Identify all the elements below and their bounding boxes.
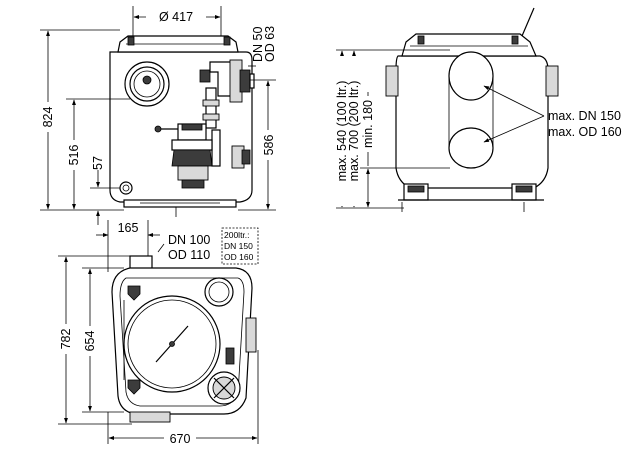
- front-view: Ø 417: [40, 6, 277, 225]
- option-box-200ltr: 200ltr.: DN 150 OD 160: [221, 227, 259, 265]
- dim-depth-body: 654: [82, 267, 124, 413]
- dim-max-540: max. 540 (100 ltr.): [335, 50, 349, 208]
- top-service-port: [207, 371, 241, 405]
- side-inlet-od: max. OD 160: [548, 125, 622, 139]
- dim-label-min-180: min. 180: [361, 100, 375, 148]
- dim-label-782: 782: [59, 329, 73, 350]
- dim-height-outlet: 586: [238, 79, 276, 211]
- dim-top-width: Ø 417: [132, 6, 222, 40]
- vent-label: DN 100 OD 110: [157, 233, 210, 262]
- dim-label-max-540: max. 540 (100 ltr.): [335, 81, 349, 182]
- dim-max-700: max. 700 (200 ltr.): [347, 50, 361, 208]
- vent-od: OD 110: [168, 248, 210, 262]
- logo-mark-bottom: [127, 379, 141, 395]
- option-box-dn: DN 150: [224, 241, 253, 251]
- drain-plug: [119, 181, 133, 195]
- dim-label-586: 586: [262, 135, 276, 156]
- side-inlet-dn: max. DN 150: [548, 109, 621, 123]
- side-inlet-top: [448, 51, 494, 101]
- dim-label-670: 670: [170, 432, 191, 446]
- tank-base: [123, 199, 237, 208]
- pump-unit: [154, 123, 213, 189]
- dim-label-57: 57: [91, 156, 105, 170]
- dim-height-inlet: 516: [66, 98, 130, 210]
- dim-label-516: 516: [67, 145, 81, 166]
- side-feet: [398, 183, 544, 212]
- side-inlet-bottom: [448, 127, 494, 169]
- dim-depth-total: 782: [58, 255, 132, 425]
- dim-min-180: min. 180: [361, 92, 375, 208]
- top-view: 165 DN 100 OD 110 200ltr.: DN 150 OD 160: [58, 220, 259, 446]
- option-box-od: OD 160: [224, 252, 254, 262]
- outlet-od: OD 63: [263, 26, 277, 62]
- outlet-label: DN 50 OD 63: [248, 26, 277, 67]
- dim-label-max-700: max. 700 (200 ltr.): [347, 81, 361, 182]
- dim-label-165: 165: [118, 221, 139, 235]
- outlet-dn: DN 50: [251, 27, 265, 62]
- top-cover: [123, 295, 221, 393]
- side-view: max. DN 150 max. OD 160 max. 540 (100 lt…: [335, 7, 622, 212]
- inlet-port: [124, 61, 170, 107]
- dim-height-base: 57: [90, 156, 120, 225]
- vent-dn: DN 100: [168, 233, 210, 247]
- dim-label-width: Ø 417: [159, 10, 193, 24]
- logo-mark-top: [127, 285, 141, 301]
- option-box-title: 200ltr.:: [224, 230, 250, 240]
- dim-label-654: 654: [83, 331, 97, 352]
- discharge-pipe: [199, 59, 255, 169]
- dim-height-total: 824: [40, 29, 124, 211]
- dim-width-total: 670: [107, 350, 259, 446]
- dim-label-824: 824: [41, 107, 55, 128]
